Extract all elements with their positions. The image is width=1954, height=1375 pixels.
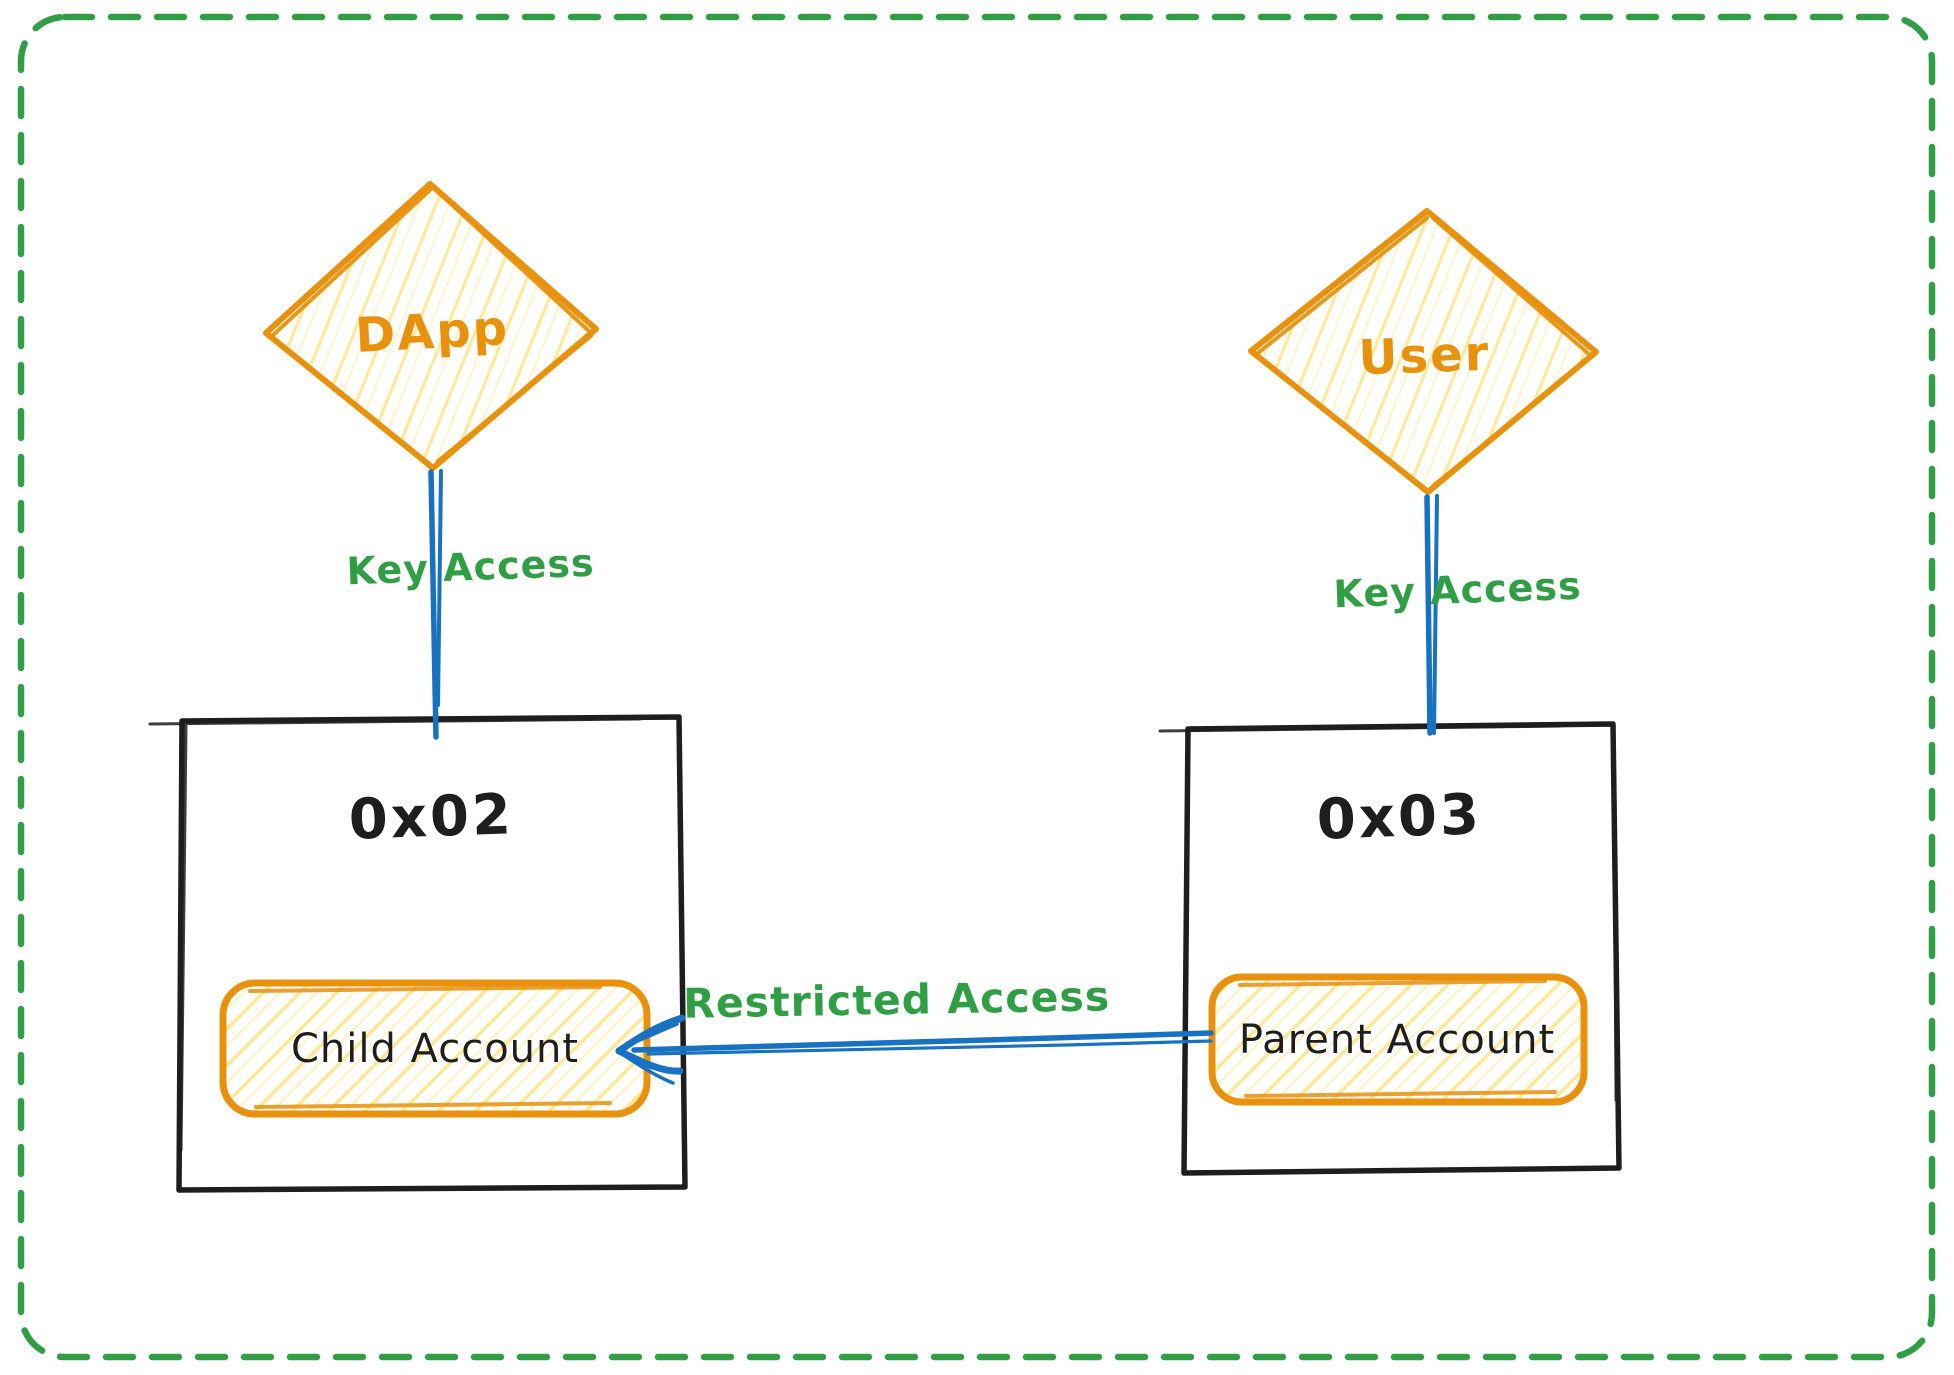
user-label: User bbox=[1358, 326, 1492, 387]
parent-account-box: Parent Account bbox=[1208, 973, 1588, 1106]
dapp-key-access-label: Key Access bbox=[346, 541, 595, 594]
child-account-box: Child Account bbox=[219, 979, 651, 1118]
dapp-label: DApp bbox=[354, 300, 510, 364]
child-wallet-box: 0x02 Child Account bbox=[148, 714, 688, 1193]
child-account-label: Child Account bbox=[291, 1026, 579, 1072]
restricted-access-arrow bbox=[615, 1014, 1214, 1085]
parent-wallet-box: 0x03 Parent Account bbox=[1158, 721, 1622, 1176]
user-key-connector bbox=[1424, 494, 1439, 736]
restricted-access-label: Restricted Access bbox=[683, 972, 1111, 1027]
parent-account-label: Parent Account bbox=[1239, 1017, 1555, 1063]
user-key-access-label: Key Access bbox=[1333, 564, 1582, 617]
parent-wallet-address: 0x03 bbox=[1316, 782, 1483, 853]
dapp-key-connector bbox=[428, 469, 443, 740]
child-wallet-address: 0x02 bbox=[348, 782, 515, 853]
dashed-frame bbox=[17, 13, 1936, 1361]
dapp-diamond: DApp bbox=[263, 181, 599, 471]
user-diamond: User bbox=[1248, 208, 1599, 495]
